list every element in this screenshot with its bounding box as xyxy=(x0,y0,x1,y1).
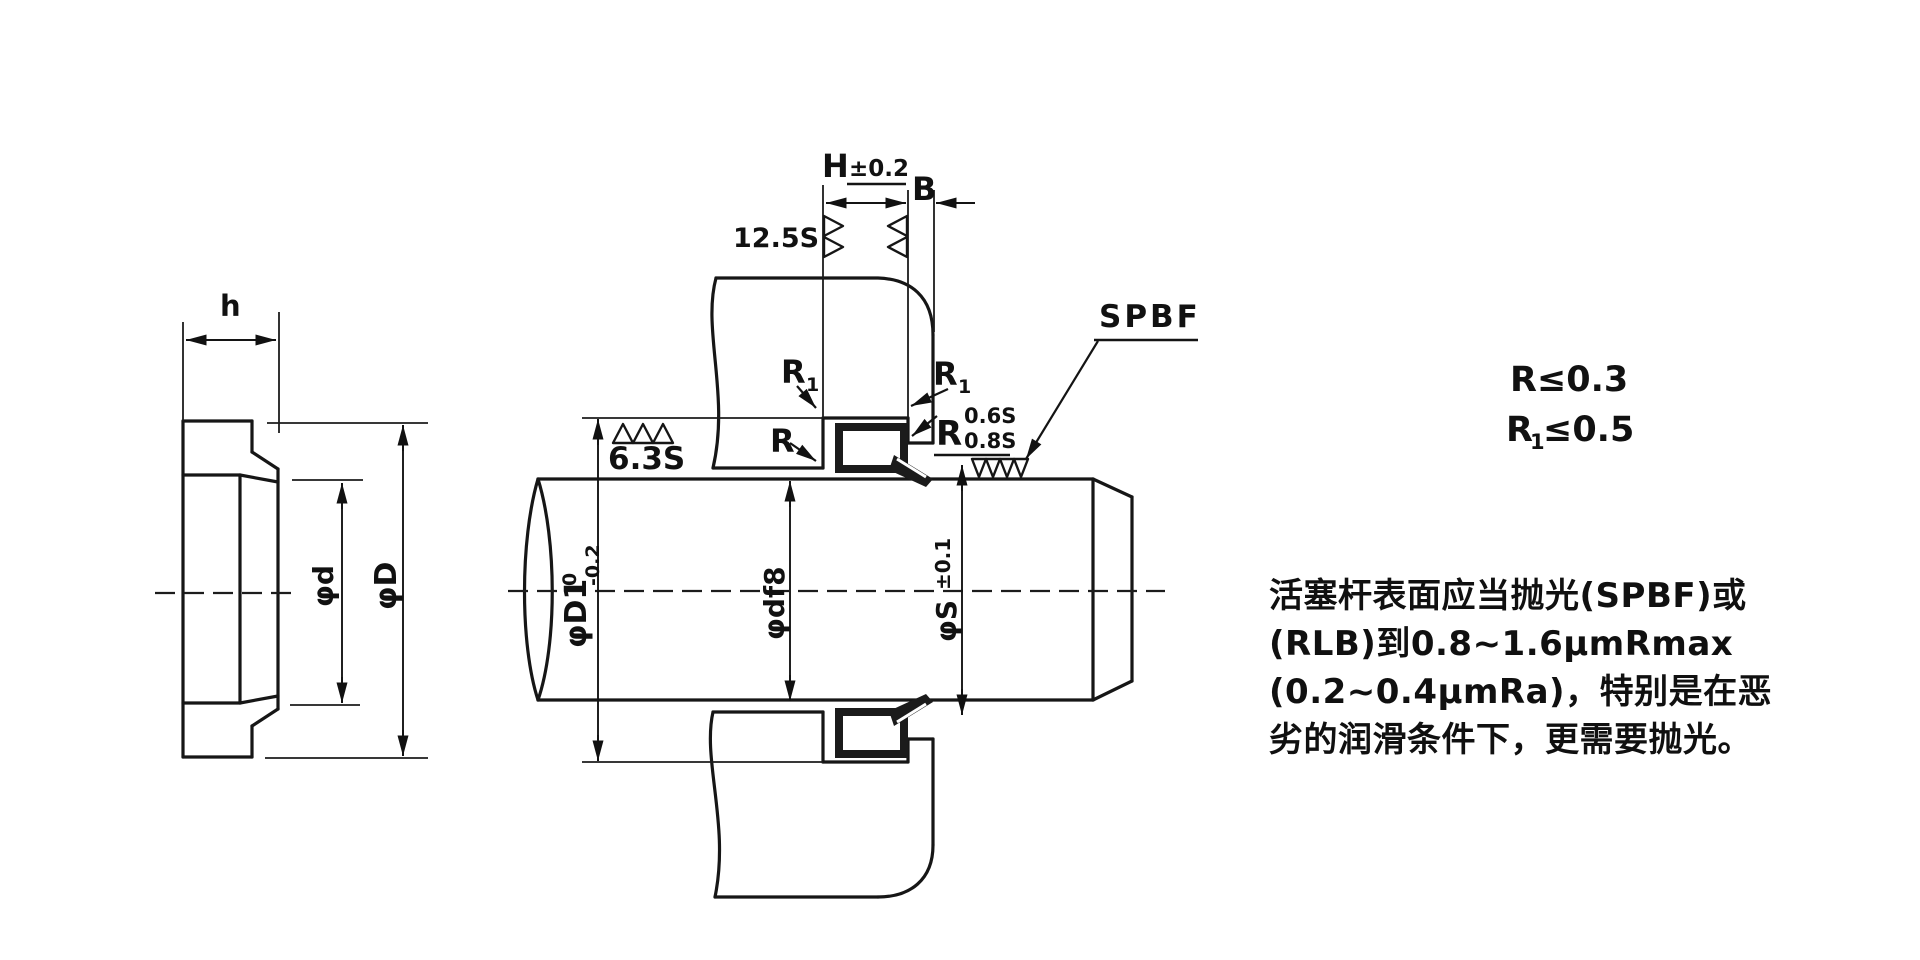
radius-r-entry-sup: 0.6S xyxy=(964,404,1016,428)
radius-note-2-r: R xyxy=(1506,410,1533,450)
radius-note-2-rest: ≤0.5 xyxy=(1543,410,1634,450)
note-line-1: 活塞杆表面应当抛光(SPBF)或 xyxy=(1269,576,1747,616)
note-line-2: (RLB)到0.8~1.6μmRmax xyxy=(1269,624,1734,664)
rod-diameter-label: φS xyxy=(930,600,963,642)
groove-diameter-label: φD1 xyxy=(559,579,594,648)
lower-seal-cross-section xyxy=(835,694,933,758)
phi-D-label: φD xyxy=(369,562,404,610)
groove-diameter-tol-upper: 0 xyxy=(559,573,581,586)
radius-r-lower-left-label: R xyxy=(770,422,795,460)
rod-diameter-tolerance: ±0.1 xyxy=(931,538,955,590)
seal-ring-side-view xyxy=(181,419,280,759)
land-width-label: B xyxy=(912,170,936,208)
piston-rod-outline xyxy=(522,477,1134,702)
phi-d-label: φd xyxy=(307,565,340,607)
labels: h φd φD H ±0.2 B 12.5S 6.3S R 1 R R 1 R … xyxy=(220,147,1634,648)
note-line-4: 劣的润滑条件下，更需要抛光。 xyxy=(1269,720,1752,760)
radius-r1-left-label: R xyxy=(781,353,806,391)
radius-r-entry-sub: 0.8S xyxy=(964,429,1016,453)
roughness-symbols xyxy=(611,214,1030,479)
radius-r1-right-label: R xyxy=(933,355,958,393)
extension-lines xyxy=(182,185,935,763)
radius-r1-left-subscript: 1 xyxy=(806,374,819,396)
centerlines xyxy=(155,589,1165,595)
bore-roughness-label: 6.3S xyxy=(608,441,685,477)
spbf-label: SPBF xyxy=(1099,299,1201,335)
upper-seal-cross-section xyxy=(835,423,933,487)
side-roughness-label: 12.5S xyxy=(733,223,819,254)
note-line-3: (0.2~0.4μmRa)，特别是在恶 xyxy=(1269,672,1773,712)
leader-arrows xyxy=(789,340,1099,462)
dimension-lines xyxy=(186,197,975,761)
radius-note-1: R≤0.3 xyxy=(1510,360,1628,400)
radius-note-2-subscript: 1 xyxy=(1530,430,1545,454)
groove-width-tolerance: ±0.2 xyxy=(849,156,909,182)
polishing-note-text: 活塞杆表面应当抛光(SPBF)或 (RLB)到0.8~1.6μmRmax (0.… xyxy=(1269,572,1829,764)
rod-fit-label: φdf8 xyxy=(758,566,791,640)
groove-diameter-tol-lower: -0.2 xyxy=(582,544,604,586)
groove-width-label: H xyxy=(822,147,849,185)
radius-r1-right-subscript: 1 xyxy=(958,376,971,398)
radius-r-entry-label: R xyxy=(936,414,962,454)
h-dimension-label: h xyxy=(220,289,241,323)
